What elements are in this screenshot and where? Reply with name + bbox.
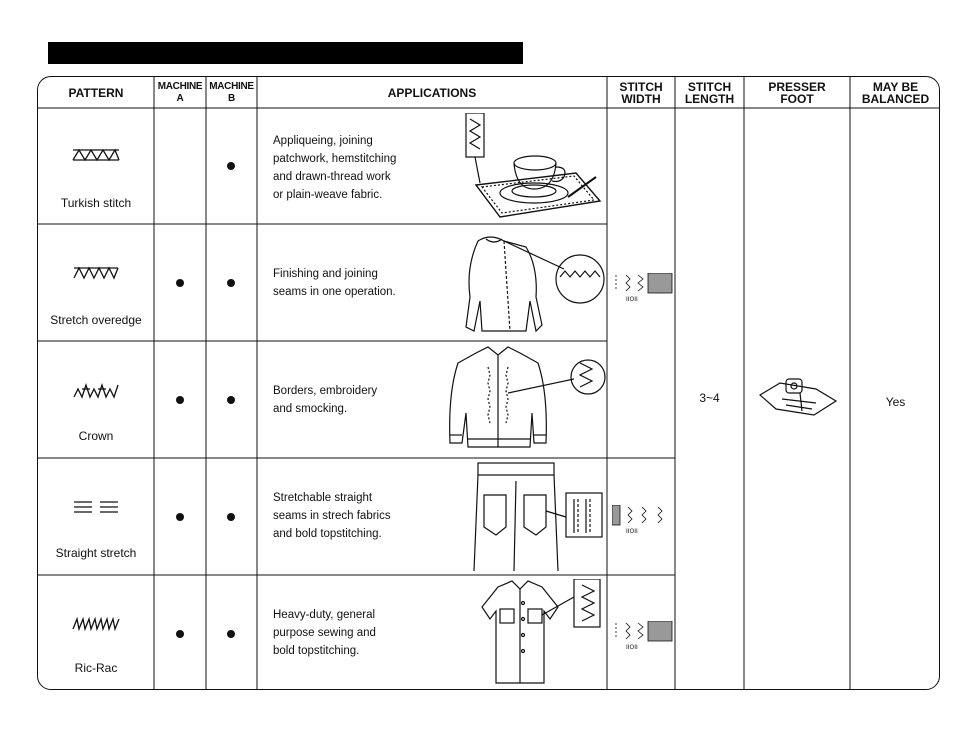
- stitch-width-dial-icon: IIOII: [612, 505, 663, 535]
- table-row: Crown: [38, 341, 154, 458]
- pattern-name: Straight stretch: [55, 546, 137, 560]
- presser-foot-icon: [758, 378, 838, 416]
- pattern-name: Ric-Rac: [74, 661, 118, 675]
- table-row: Straight stretch: [38, 458, 154, 575]
- table-grid: [38, 77, 939, 689]
- header-applications: APPLICATIONS: [387, 85, 477, 100]
- svg-text:IIOII: IIOII: [626, 296, 638, 303]
- application-text: Appliqueing, joining patchwork, hemstitc…: [273, 135, 397, 201]
- machine-a-dot: [176, 630, 184, 638]
- stitch-width-dial-icon: IIOII: [615, 273, 673, 303]
- may-be-balanced-value: Yes: [885, 395, 906, 409]
- application-text: Heavy-duty, general purpose sewing and b…: [273, 609, 376, 657]
- ric-rac-symbol-icon: [72, 617, 120, 631]
- table-row: Ric-Rac: [38, 575, 154, 689]
- jeans-icon: [473, 462, 603, 572]
- header-pattern: PATTERN: [68, 85, 124, 100]
- machine-a-dot: [176, 279, 184, 287]
- table-row: Turkish stitch: [38, 108, 154, 224]
- application-text: Finishing and joining seams in one opera…: [273, 268, 396, 298]
- title-bar: [48, 42, 523, 64]
- stitch-length-value: 3~4: [699, 391, 720, 405]
- stitch-width-dial-icon: IIOII: [615, 621, 673, 651]
- teacup-on-placemat-icon: [465, 113, 602, 218]
- turkish-stitch-symbol-icon: [72, 148, 120, 162]
- machine-b-dot: [227, 630, 235, 638]
- stretch-overedge-symbol-icon: [73, 266, 119, 280]
- pattern-name: Crown: [78, 429, 114, 443]
- straight-stretch-symbol-icon: [74, 501, 118, 513]
- machine-b-dot: [227, 396, 235, 404]
- pattern-name: Turkish stitch: [60, 196, 132, 210]
- pattern-name: Stretch overedge: [50, 313, 142, 327]
- machine-a-dot: [176, 396, 184, 404]
- svg-text:IIOII: IIOII: [626, 528, 638, 535]
- machine-a-dot: [176, 513, 184, 521]
- machine-b-dot: [227, 513, 235, 521]
- table-row: Stretch overedge: [38, 224, 154, 341]
- jacket-icon: [449, 346, 606, 448]
- machine-b-dot: [227, 162, 235, 170]
- svg-text:IIOII: IIOII: [626, 644, 638, 651]
- shirt-icon: [481, 579, 601, 684]
- crown-symbol-icon: [73, 383, 119, 399]
- sweater-icon: [465, 236, 605, 333]
- application-text: Stretchable straight seams in strech fab…: [273, 492, 391, 540]
- application-text: Borders, embroidery and smocking.: [273, 385, 378, 415]
- machine-b-dot: [227, 279, 235, 287]
